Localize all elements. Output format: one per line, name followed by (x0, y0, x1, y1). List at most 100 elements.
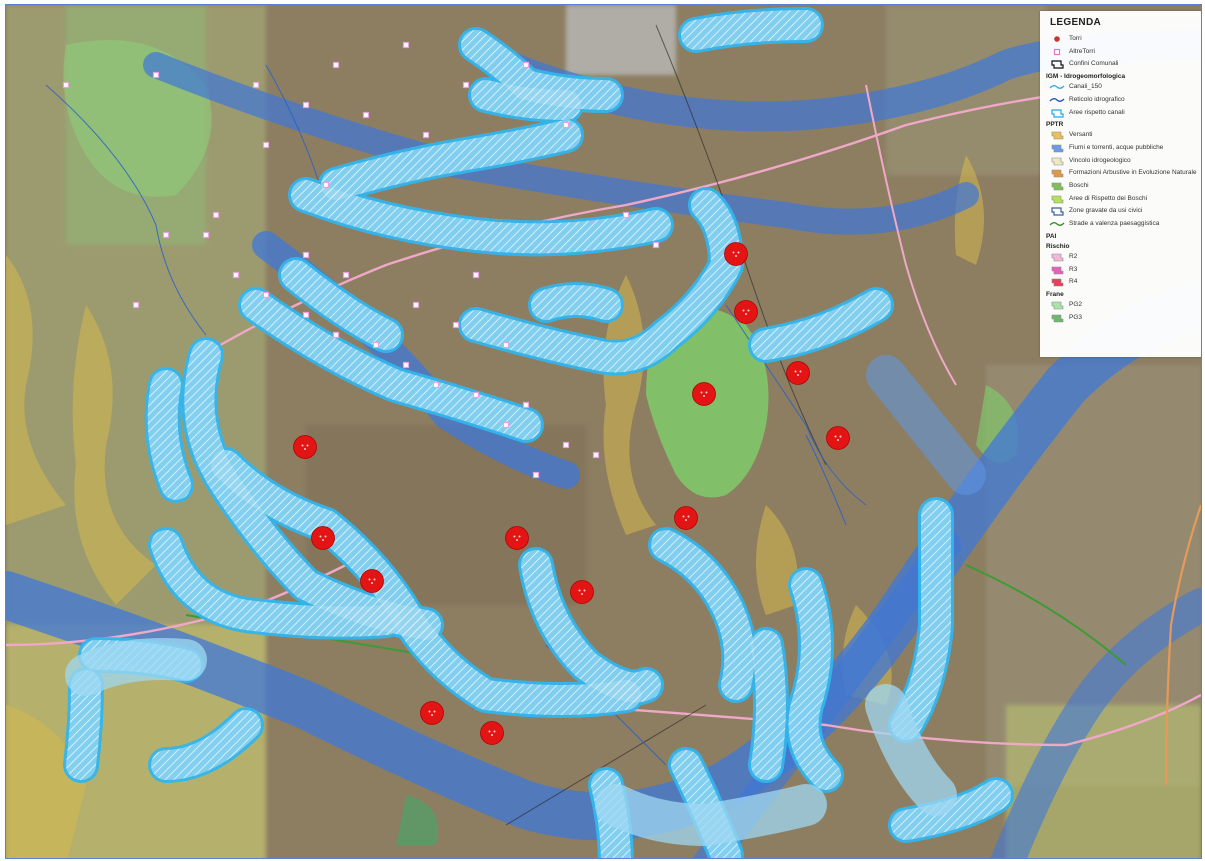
tower-marker[interactable] (786, 361, 810, 385)
tower-dot-detail (304, 448, 306, 450)
tower-dot-detail (705, 391, 708, 394)
legend-symbol-poly (1051, 157, 1064, 165)
legend-symbol-poly (1051, 169, 1064, 178)
legend-symbol-line (1049, 97, 1065, 102)
legend-item: Reticolo idrografico (1046, 95, 1201, 105)
altre-torri-marker (362, 111, 370, 119)
legend-item-label: Versanti (1069, 131, 1093, 139)
legend-heading: PAI (1046, 232, 1057, 240)
tower-dot-detail (433, 710, 436, 713)
altre-torri-marker (462, 81, 470, 89)
tower-dot[interactable] (724, 242, 748, 266)
legend-item: R4 (1046, 277, 1201, 287)
tower-dot-detail (732, 251, 735, 254)
altre-torri-marker (592, 451, 600, 459)
legend-item-label: PG3 (1069, 313, 1083, 321)
tower-dot-detail (685, 519, 687, 521)
altre-torri-marker (372, 341, 380, 349)
towers-layer (293, 242, 850, 745)
legend-item-label: Zone gravate da usi civici (1069, 207, 1143, 215)
legend-item-label: AltreTorri (1069, 47, 1096, 55)
legend-item-label: Boschi (1069, 182, 1089, 189)
tower-marker[interactable] (826, 426, 850, 450)
map-canvas[interactable] (6, 5, 1201, 858)
tower-marker[interactable] (480, 721, 504, 745)
tower-dot[interactable] (692, 382, 716, 406)
tower-dot[interactable] (360, 569, 384, 593)
tower-dot-detail (324, 535, 327, 538)
tower-dot[interactable] (826, 426, 850, 450)
tower-dot-detail (493, 730, 496, 733)
legend-symbol-poly (1051, 182, 1064, 191)
tower-dot-detail (797, 374, 799, 376)
legend-item: Aree rispetto canali (1046, 108, 1201, 118)
altre-torri-marker (262, 141, 270, 149)
tower-marker[interactable] (674, 506, 698, 530)
tower-dot-detail (431, 714, 433, 716)
altre-torri-marker (332, 331, 340, 339)
tower-dot-detail (700, 391, 703, 394)
tower-dot[interactable] (734, 300, 758, 324)
tower-dot[interactable] (293, 435, 317, 459)
altre-torri-marker (402, 361, 410, 369)
altre-torri-marker (502, 341, 510, 349)
tower-marker[interactable] (570, 580, 594, 604)
legend-item: Aree di Rispetto dei Boschi (1046, 194, 1201, 204)
legend-item-label: Formazioni Arbustive in Evoluzione Natur… (1069, 169, 1197, 177)
tower-marker[interactable] (505, 526, 529, 550)
legend-item: R3 (1046, 265, 1201, 275)
legend-item-label: Confini Comunali (1069, 60, 1119, 68)
legend-symbol-poly (1051, 253, 1064, 262)
legend-item: Torri (1046, 34, 1201, 44)
legend-symbol-poly (1051, 278, 1064, 287)
legend-item: R2 (1046, 252, 1201, 262)
tower-dot[interactable] (480, 721, 504, 745)
aree-rispetto-canali (63, 7, 1014, 858)
tower-dot[interactable] (786, 361, 810, 385)
legend-item: Boschi (1046, 181, 1201, 191)
tower-dot-detail (581, 593, 583, 595)
tower-marker[interactable] (360, 569, 384, 593)
legend-symbol-poly (1051, 195, 1064, 203)
legend-item: Zone gravate da usi civici (1046, 206, 1201, 216)
legend-item-label: Canali_150 (1069, 83, 1102, 91)
legend-item-label: Vincolo idrogeologico (1069, 156, 1131, 164)
legend-symbol-tower-dot (1054, 36, 1060, 42)
legend-symbol-poly (1051, 266, 1064, 274)
tower-dot[interactable] (674, 506, 698, 530)
tower-dot[interactable] (420, 701, 444, 725)
tower-marker[interactable] (420, 701, 444, 725)
tower-dot-detail (516, 539, 518, 541)
legend-symbol-line (1049, 85, 1065, 90)
altre-torri-marker (532, 471, 540, 479)
legend-item-label: PG2 (1069, 300, 1083, 308)
legend-item-label: R2 (1069, 252, 1078, 260)
tower-dot-detail (703, 395, 705, 397)
tower-dot-detail (368, 578, 371, 581)
tower-dot[interactable] (311, 526, 335, 550)
tower-dot[interactable] (570, 580, 594, 604)
altre-torri-marker (562, 121, 570, 129)
tower-marker[interactable] (311, 526, 335, 550)
legend-item-label: Aree di Rispetto dei Boschi (1069, 194, 1148, 202)
altre-torri-marker (522, 401, 530, 409)
tower-marker[interactable] (692, 382, 716, 406)
tower-marker[interactable] (734, 300, 758, 324)
tower-dot-detail (491, 734, 493, 736)
tower-marker[interactable] (724, 242, 748, 266)
altre-torri-marker (212, 211, 220, 219)
legend-symbol-poly (1051, 131, 1064, 140)
legend-item-label: Aree rispetto canali (1069, 108, 1125, 116)
altre-torri-marker (412, 301, 420, 309)
altre-torri-marker (202, 231, 210, 239)
altre-torri-marker (62, 81, 70, 89)
legend-item: PG2 (1046, 300, 1201, 310)
tower-dot[interactable] (505, 526, 529, 550)
legend-item: Vincolo idrogeologico (1046, 156, 1201, 166)
tower-marker[interactable] (293, 435, 317, 459)
altre-torri-marker (332, 61, 340, 69)
altre-torri-marker (262, 291, 270, 299)
altre-torri-marker (252, 81, 260, 89)
